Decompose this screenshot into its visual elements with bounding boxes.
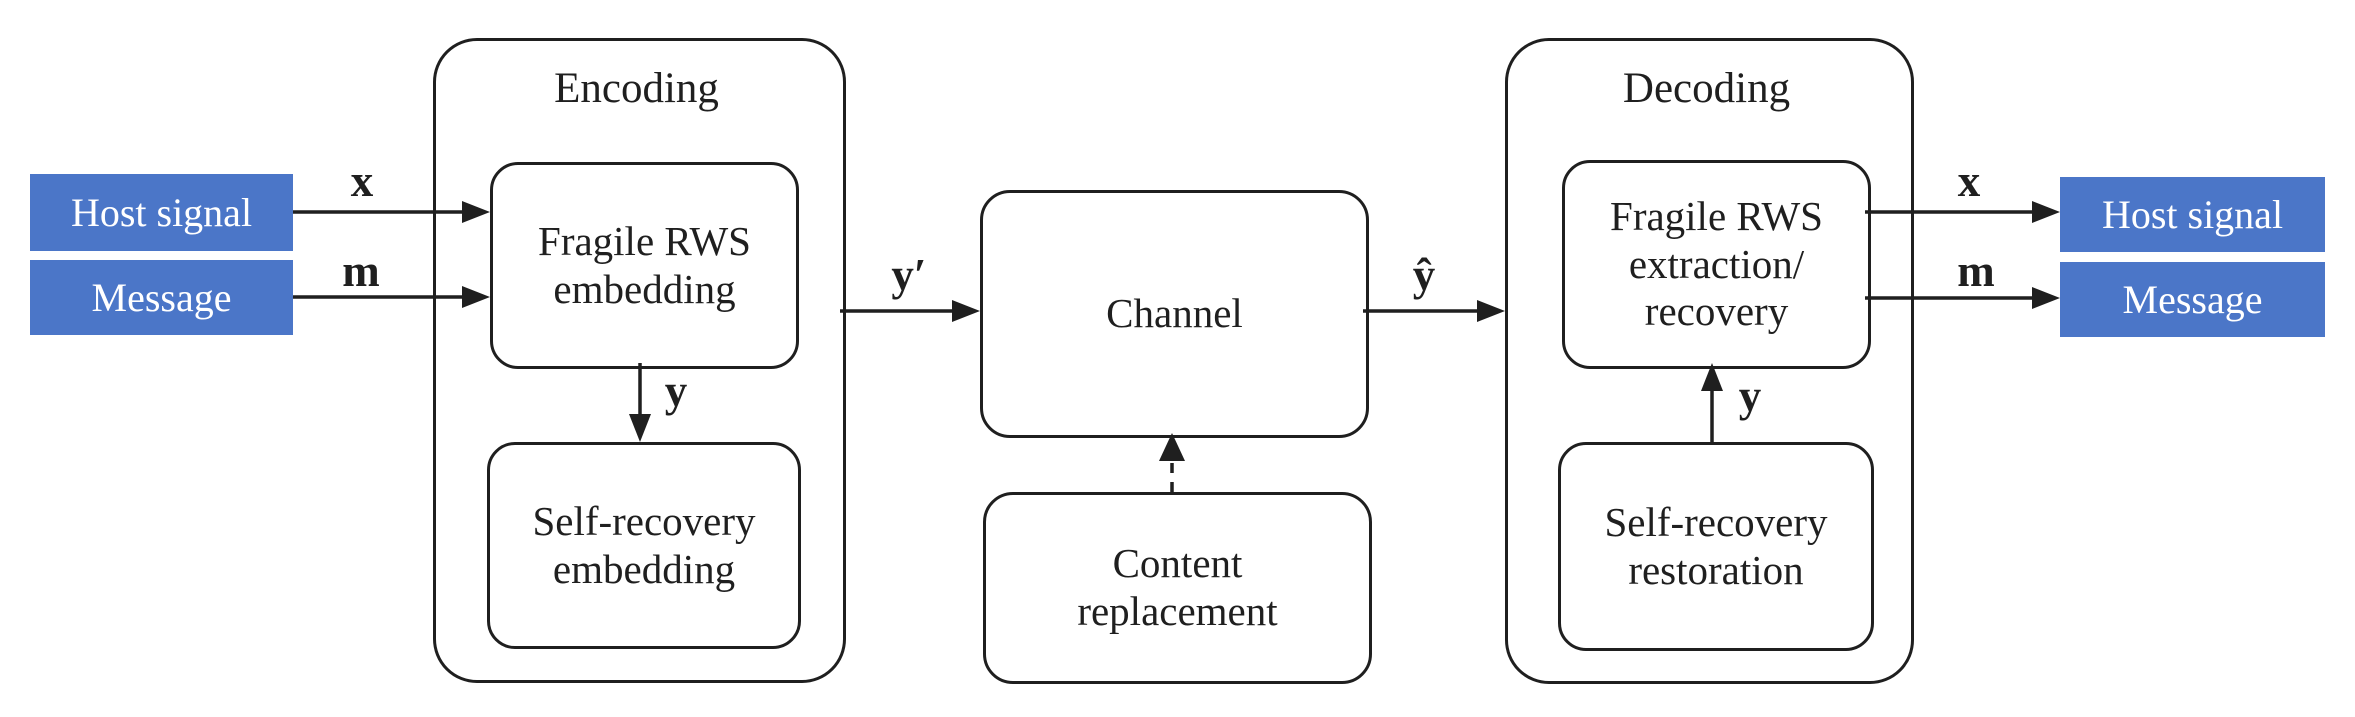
signal-label-m-input: m: [342, 246, 380, 296]
fragile-rws-embedding-line2: embedding: [553, 265, 736, 312]
channel-label: Channel: [1106, 290, 1243, 337]
message-output-label: Message: [2122, 277, 2263, 322]
self-recovery-restoration-line1: Self-recovery: [1604, 498, 1828, 545]
decoding-group-title: Decoding: [1622, 65, 1791, 112]
arrow-y-hat-head: [1477, 300, 1505, 322]
signal-label-x-input: x: [350, 156, 374, 206]
self-recovery-embedding-line1: Self-recovery: [532, 497, 756, 544]
host-signal-output-node: Host signal: [2060, 177, 2325, 252]
channel-box: Channel: [980, 190, 1369, 438]
message-source-node: Message: [30, 260, 293, 335]
decoding-group: [1505, 38, 1914, 684]
content-replacement-line1: Content: [1112, 540, 1243, 587]
message-output-node: Message: [2060, 262, 2325, 337]
signal-label-m-output: m: [1957, 246, 1995, 296]
encoding-group-title: Encoding: [554, 65, 719, 112]
fragile-rws-extraction-line1: Fragile RWS: [1610, 192, 1823, 239]
host-signal-source-label: Host signal: [70, 190, 253, 235]
fragile-rws-embedding-line1: Fragile RWS: [538, 217, 751, 264]
signal-label-y-encoding: y: [664, 366, 688, 416]
arrow-x-output-head: [2032, 201, 2060, 223]
fragile-rws-extraction-line3: recovery: [1644, 288, 1789, 335]
fragile-rws-embedding-box: Fragile RWS embedding: [490, 162, 799, 369]
content-replacement-box: Content replacement: [983, 492, 1372, 684]
encoding-group: [433, 38, 846, 683]
host-signal-source-node: Host signal: [30, 174, 293, 251]
signal-label-x-output: x: [1957, 156, 1981, 206]
self-recovery-embedding-line2: embedding: [552, 545, 736, 592]
signal-label-y-prime: y′: [891, 250, 927, 300]
fragile-rws-extraction-box: Fragile RWS extraction/ recovery: [1562, 160, 1871, 369]
fragile-rws-extraction-line2: extraction/: [1628, 240, 1805, 287]
signal-label-y-hat: ŷ: [1412, 250, 1436, 300]
message-source-label: Message: [91, 275, 232, 320]
self-recovery-restoration-line2: restoration: [1628, 546, 1804, 593]
content-replacement-line2: replacement: [1077, 588, 1278, 634]
signal-label-y-decoding: y: [1738, 371, 1762, 421]
self-recovery-embedding-box: Self-recovery embedding: [487, 442, 801, 649]
arrow-m-output-head: [2032, 287, 2060, 309]
self-recovery-restoration-box: Self-recovery restoration: [1558, 442, 1874, 651]
arrow-y-prime-head: [952, 300, 980, 322]
host-signal-output-label: Host signal: [2101, 192, 2284, 237]
